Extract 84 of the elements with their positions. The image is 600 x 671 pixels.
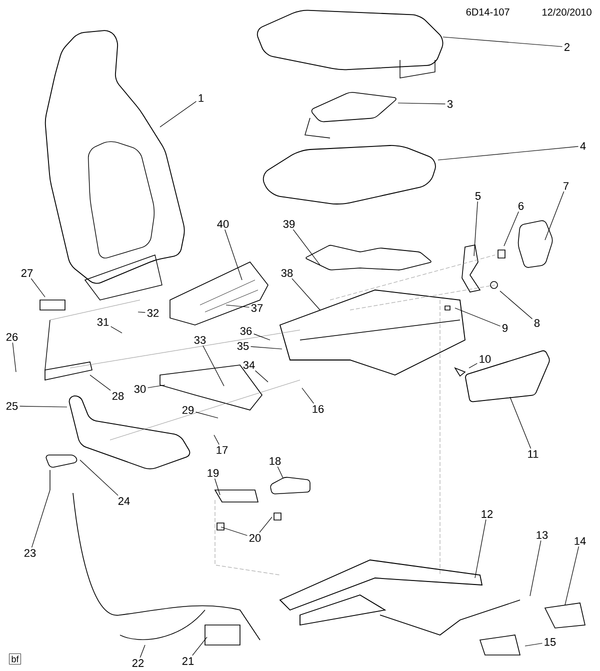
- callout-number: 17: [216, 446, 228, 454]
- leader-line: [292, 278, 320, 310]
- callout-number: 19: [208, 469, 219, 477]
- callout-number: 27: [21, 269, 33, 277]
- callout-number: 2: [564, 43, 570, 51]
- leader-line: [250, 346, 282, 350]
- callout-number: 30: [134, 385, 146, 393]
- leader-line: [224, 229, 242, 280]
- leader-line: [192, 636, 208, 656]
- leader-line: [20, 406, 68, 408]
- leader-line: [454, 308, 501, 326]
- callout-number: 6: [518, 202, 524, 210]
- callout-number: 20: [249, 534, 261, 542]
- callout-number: 3: [447, 100, 453, 108]
- leader-line: [214, 478, 220, 496]
- callout-number: 15: [544, 638, 556, 646]
- leader-line: [504, 211, 519, 246]
- callout-number: 21: [182, 657, 194, 665]
- leader-line: [292, 229, 320, 266]
- leader-line: [398, 102, 446, 104]
- leader-line: [196, 412, 218, 418]
- callout-number: 24: [118, 497, 130, 505]
- leader-line: [524, 642, 542, 646]
- callout-number: 33: [194, 336, 206, 344]
- leader-line: [214, 434, 220, 445]
- callout-number: 25: [6, 402, 18, 410]
- leader-line: [500, 290, 533, 320]
- callout-number: 38: [281, 269, 293, 277]
- callout-number: 9: [502, 324, 508, 332]
- callout-number: 22: [132, 659, 144, 667]
- leader-line: [468, 363, 478, 368]
- callout-number: 37: [251, 304, 263, 312]
- callout-number: 5: [475, 192, 481, 200]
- callout-number: 8: [534, 319, 540, 327]
- leader-line: [474, 519, 486, 578]
- callout-number: 14: [574, 537, 586, 545]
- leader-line: [510, 396, 532, 449]
- leader-line: [564, 546, 580, 606]
- callout-number: 35: [237, 342, 249, 350]
- leader-line: [254, 370, 268, 382]
- leader-line: [202, 345, 224, 386]
- leader-line: [277, 466, 284, 478]
- leader-line: [254, 334, 270, 340]
- callout-number: 18: [270, 457, 281, 465]
- leader-line: [302, 388, 314, 404]
- callout-number: 4: [580, 142, 586, 150]
- leader-line: [138, 312, 146, 313]
- leader-line: [226, 304, 250, 308]
- callout-number: 40: [217, 220, 229, 228]
- corner-code-box: bf: [9, 654, 21, 664]
- leader-line: [110, 326, 122, 334]
- leader-line: [31, 490, 50, 548]
- callout-number: 23: [24, 549, 36, 557]
- leader-line: [220, 526, 248, 536]
- leader-line: [30, 278, 46, 298]
- leader-line: [544, 191, 564, 240]
- callout-number: 34: [243, 361, 255, 369]
- callout-number: 36: [240, 327, 252, 335]
- callout-number: 26: [6, 333, 18, 341]
- date-label: 12/20/2010: [542, 8, 592, 16]
- leader-line: [442, 36, 563, 47]
- callout-number: 13: [536, 531, 548, 539]
- callout-number: 28: [112, 392, 124, 400]
- leader-line: [90, 374, 111, 391]
- leader-line: [438, 146, 579, 160]
- callout-number: 32: [147, 309, 159, 317]
- leader-line: [80, 460, 118, 496]
- callout-number: 7: [564, 182, 569, 190]
- callout-number: 29: [182, 406, 194, 414]
- leader-line: [160, 101, 197, 128]
- leader-line: [12, 342, 16, 372]
- leader-line: [530, 540, 542, 596]
- callout-number: 10: [480, 355, 491, 363]
- leader-line: [474, 201, 478, 256]
- callout-number: 11: [528, 450, 538, 458]
- drawing-number: 6D14-107: [466, 8, 510, 16]
- callout-number: 16: [312, 405, 324, 413]
- callout-number: 31: [97, 318, 109, 326]
- leader-line: [140, 644, 146, 658]
- callout-number: 39: [283, 220, 295, 228]
- callout-number: 1: [198, 94, 204, 102]
- leader-line: [259, 516, 272, 533]
- callout-number: 12: [482, 510, 493, 518]
- leader-line: [148, 384, 166, 388]
